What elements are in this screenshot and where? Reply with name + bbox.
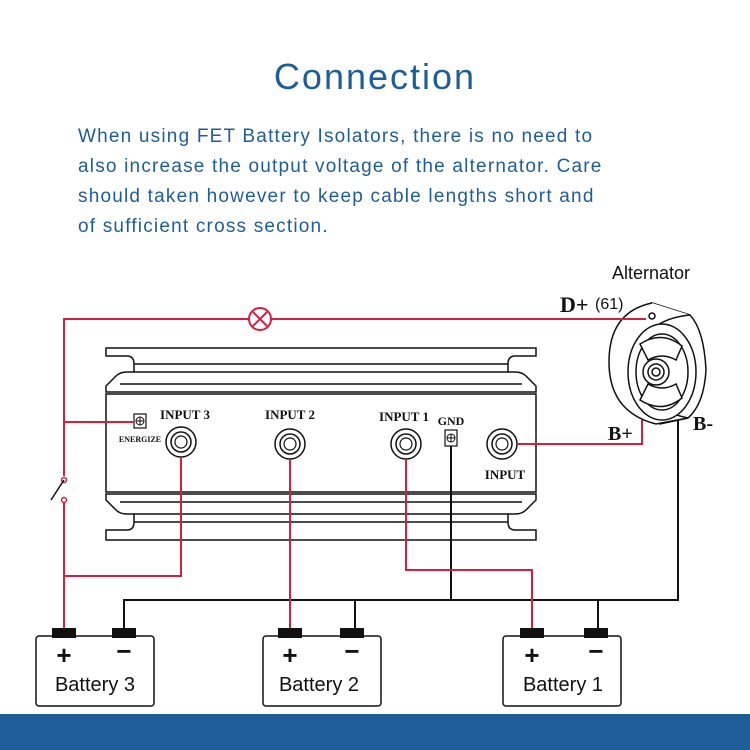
input-3-terminal [165, 426, 197, 458]
input-1-label: INPUT 1 [379, 409, 429, 424]
gnd-label: GND [438, 414, 465, 428]
input-2-terminal [274, 428, 306, 460]
battery-2 [262, 628, 382, 707]
input-2-label: INPUT 2 [265, 407, 315, 422]
b-plus-label: B+ [608, 423, 633, 445]
battery-2-plus-label: + [282, 640, 297, 670]
battery-1 [502, 628, 622, 707]
description-line: also increase the output voltage of the … [78, 156, 603, 177]
warning-lamp-icon [248, 307, 272, 331]
input-label: INPUT [485, 467, 526, 482]
description: When using FET Battery Isolators, there … [78, 122, 718, 242]
battery-3 [35, 628, 155, 707]
ground-wiring [123, 420, 679, 630]
d-plus-label: D+ [560, 292, 588, 317]
input-3-label: INPUT 3 [160, 407, 210, 422]
alternator-input-terminal [486, 428, 518, 460]
energize-label: ENERGIZE [119, 435, 161, 444]
energize-terminal-icon [133, 413, 147, 429]
alternator-label: Alternator [612, 263, 690, 283]
isolator-unit [105, 347, 537, 541]
battery-2-label: Battery 2 [279, 674, 359, 696]
battery-1-plus-label: + [524, 640, 539, 670]
battery-3-label: Battery 3 [55, 674, 135, 696]
battery-1-minus-label: − [588, 636, 603, 666]
switch-icon [50, 476, 68, 504]
battery-3-minus-label: − [116, 636, 131, 666]
description-line: When using FET Battery Isolators, there … [78, 126, 594, 147]
d-plus-terminal-label: (61) [595, 296, 623, 313]
alternator-icon [608, 301, 707, 425]
footer-bar [0, 714, 750, 750]
battery-1-label: Battery 1 [523, 674, 603, 696]
description-line: of sufficient cross section. [78, 216, 329, 237]
b-minus-label: B- [693, 413, 713, 435]
positive-wiring [63, 318, 646, 630]
battery-3-plus-label: + [56, 640, 71, 670]
input-1-terminal [390, 428, 422, 460]
page-title: Connection [273, 56, 477, 97]
battery-2-minus-label: − [344, 636, 359, 666]
gnd-terminal-icon [444, 429, 458, 447]
description-line: should taken however to keep cable lengt… [78, 186, 595, 207]
